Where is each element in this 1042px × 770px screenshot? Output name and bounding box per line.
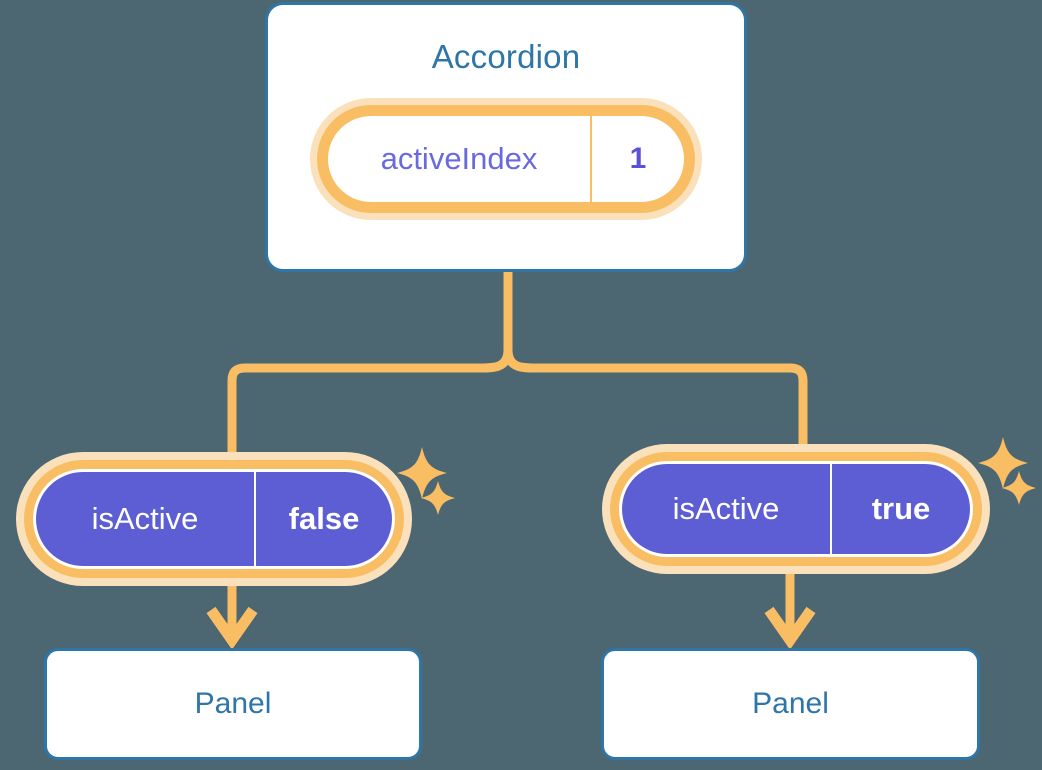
state-pill-value: true	[871, 491, 931, 526]
sparkle-icon	[1002, 471, 1036, 505]
pill-body: activeIndex 1	[328, 116, 684, 202]
state-pill-activeindex[interactable]: activeIndex 1	[310, 98, 702, 220]
state-pill-label: activeIndex	[328, 116, 592, 202]
panel-label: Panel	[752, 687, 829, 720]
state-pill-isactive-right[interactable]: isActive true	[602, 444, 990, 574]
state-pill-label: isActive	[622, 464, 832, 554]
connector-left	[227, 349, 513, 462]
page-title: Accordion	[431, 38, 581, 75]
arrow-down-icon-right-head	[764, 606, 816, 650]
state-pill-value: 1	[629, 142, 647, 175]
panel-box-right[interactable]: Panel	[601, 648, 980, 760]
panel-box-left[interactable]: Panel	[44, 648, 422, 760]
connector-right	[503, 349, 808, 455]
state-pill-label: isActive	[36, 472, 256, 566]
arrow-down-icon-left-head	[206, 606, 258, 650]
sparkle-icon	[421, 481, 455, 515]
panel-label: Panel	[194, 687, 272, 720]
pill-body: isActive true	[622, 464, 970, 554]
pill-body: isActive false	[36, 472, 392, 566]
state-pill-value: false	[288, 501, 360, 536]
state-pill-isactive-left[interactable]: isActive false	[16, 452, 412, 586]
